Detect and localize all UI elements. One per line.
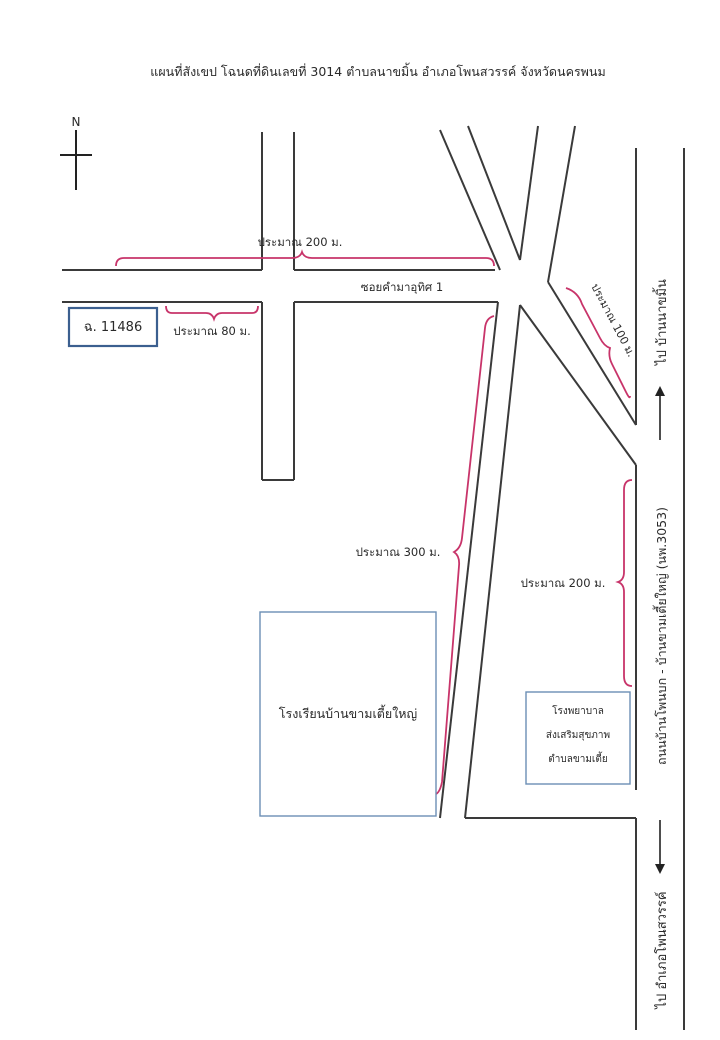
map-title: แผนที่สังเขป โฉนดที่ดินเลขที่ 3014 ตำบลน… (150, 62, 605, 79)
diag-road-left-1 (439, 129, 501, 271)
hospital-line-2: ส่งเสริมสุขภาพ (546, 730, 610, 741)
to-south-label: ไป อำเภอโพนสวรรค์ (654, 891, 670, 1009)
brace-right-200m (615, 479, 633, 687)
hospital-line-3: ตำบลขามเตี้ย (548, 751, 607, 765)
highway-label: ถนนบ้านโพนบก - บ้านขามเตี้ยใหญ่ (นพ.3053… (652, 507, 669, 765)
north-label: N (72, 115, 81, 129)
brace-diagonal-100m (565, 287, 631, 399)
school-label: โรงเรียนบ้านขามเตี้ยใหญ่ (279, 704, 417, 721)
parcel-label: ฉ. 11486 (84, 320, 142, 335)
distance-right: ประมาณ 200 ม. (521, 576, 606, 590)
diag-road-right-1 (519, 125, 539, 261)
arrow-down-icon (655, 820, 665, 874)
arrow-up-icon (655, 386, 665, 440)
distance-diagonal: ประมาณ 100 ม. (588, 281, 638, 359)
brace-main-300m (435, 315, 495, 795)
diag-road-right-2 (547, 125, 576, 283)
east-diag-upper (547, 281, 637, 426)
hospital-box (525, 691, 631, 785)
parcel-box (67, 306, 159, 348)
soi-label: ซอยคำมาอุทิศ 1 (361, 280, 443, 294)
east-diag-lower (519, 304, 637, 466)
brace-parcel-80m (165, 305, 259, 322)
to-north-label: ไป บ้านนาขมิ้น (652, 279, 670, 366)
distance-top: ประมาณ 200 ม. (258, 235, 343, 249)
hospital-line-1: โรงพยาบาล (552, 704, 604, 717)
main-road-left (439, 301, 499, 819)
brace-top-200m (115, 249, 495, 267)
school-box (259, 611, 437, 817)
diag-road-left-2 (467, 125, 521, 261)
main-road-right (464, 304, 521, 819)
north-arrow-icon: N (60, 115, 92, 190)
distance-main-road: ประมาณ 300 ม. (356, 545, 441, 559)
distance-parcel: ประมาณ 80 ม. (173, 324, 251, 338)
road-network (62, 125, 685, 1030)
